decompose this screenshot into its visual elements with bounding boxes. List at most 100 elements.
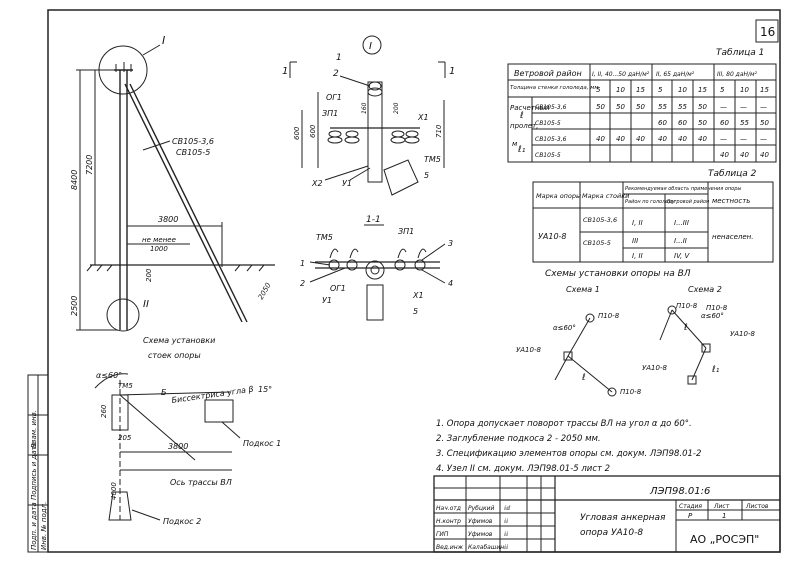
- table1-h-region: Ветровой район: [514, 69, 582, 78]
- table1-post-cell: СВ105-3,6: [535, 104, 567, 111]
- sheets-head: Листов: [745, 503, 769, 510]
- schemes-title: Схемы установки опоры на ВЛ: [545, 269, 691, 279]
- detail-y1: У1: [342, 179, 352, 188]
- scheme1-p10-top: П10-8: [598, 312, 620, 320]
- scheme2-ua10-left: УА10-8: [642, 364, 667, 372]
- detail-zp1: ЗП1: [322, 109, 338, 118]
- signature-role: Н.контр: [436, 518, 461, 525]
- table1-h-r1: I, II, 40...50 даН/м²: [592, 71, 650, 78]
- table2-post-cell: СВ105-5: [583, 239, 611, 247]
- table1-h-r3: III, 80 даН/м²: [717, 71, 758, 78]
- plan-strut2-label: Подкос 2: [163, 517, 201, 526]
- page-number: 16: [760, 25, 775, 39]
- section-tm5: ТМ5: [316, 233, 333, 242]
- plan-axis: Ось трассы ВЛ: [170, 478, 232, 487]
- table1-value-cell: 55: [740, 119, 749, 127]
- callout-II-label: II: [143, 299, 149, 310]
- signature-role: Вед.инж: [436, 544, 464, 551]
- scheme2-p10-2: П10-8: [706, 304, 728, 312]
- table2-support: УА10-8: [538, 232, 567, 241]
- table1-value-cell: 40: [720, 151, 729, 159]
- plan-tm5: ТМ5: [118, 382, 133, 390]
- table2-h-post: Марка стойки: [582, 192, 629, 200]
- table1-h-m: м: [512, 140, 518, 148]
- title-doc-code: ЛЭП98.01:6: [649, 486, 710, 497]
- table1-ice-cell: 15: [760, 86, 769, 94]
- table1-value-cell: 40: [596, 135, 605, 143]
- section-x1: X1: [412, 291, 424, 300]
- signature-name: Калабашин: [468, 544, 504, 551]
- signature-sign: ⅈⅈ: [504, 544, 508, 551]
- plan-dim-205: 205: [118, 434, 132, 442]
- detail-n5: 5: [424, 171, 429, 180]
- table1-h-calc: Расчетный: [510, 104, 550, 112]
- note-1: 1. Опора допускает поворот трассы ВЛ на …: [436, 419, 692, 429]
- note-3: 3. Спецификацию элементов опоры см. доку…: [436, 449, 701, 459]
- detail-strut-head: [383, 159, 419, 196]
- dim-2050: 2050: [257, 281, 273, 301]
- plan-point-b: Б: [161, 388, 167, 397]
- plan-angle15: 15°: [258, 385, 272, 394]
- table1-ice-cell: 15: [636, 86, 645, 94]
- signature-name: Рубцкий: [468, 505, 494, 512]
- table1-post-cell: СВ105-5: [535, 120, 561, 127]
- callout-circle-II: [106, 298, 140, 332]
- table2-ice-cell: I, II: [632, 252, 643, 260]
- signature-name: Уфимов: [468, 531, 493, 538]
- detail-dim-200: 200: [393, 102, 400, 114]
- table1-sym-l: ℓ: [519, 111, 524, 121]
- table1-ice-cell: 5: [658, 86, 663, 94]
- table1-h-ice: Толщина стенки гололеда, мм: [510, 85, 599, 91]
- table1-value-cell: 40: [740, 151, 749, 159]
- sheet-value: 1: [722, 512, 726, 520]
- table1-value-cell: —: [740, 103, 747, 111]
- scheme1-alpha: α≤60°: [553, 324, 576, 332]
- section-1-1: 1-1 ТМ5 ЗП1 1 2 3 4 У1 ОГ1 X1 5: [300, 215, 453, 321]
- table1-value-cell: —: [720, 103, 727, 111]
- table2-h-support: Марка опоры: [536, 192, 581, 200]
- table2-h-terrain: местность: [712, 197, 750, 205]
- scheme1-ua10: УА10-8: [516, 346, 541, 354]
- dim-2500: 2500: [70, 296, 79, 316]
- table1-h-span: пролет,: [510, 122, 538, 130]
- schemes: Схемы установки опоры на ВЛ Схема 1 Схем…: [516, 269, 755, 397]
- table2-wind-cell: I...III: [674, 219, 689, 227]
- detail-pole: [367, 81, 383, 183]
- install-caption-2: стоек опоры: [148, 351, 201, 360]
- scheme-2-title: Схема 2: [688, 285, 722, 294]
- plan-pole: [111, 394, 129, 431]
- section-n4: 4: [448, 279, 453, 288]
- section-y1: У1: [322, 296, 332, 305]
- not-less-label: не менее: [142, 236, 176, 244]
- plan-strut-1: [204, 399, 234, 423]
- table1-h-r2: II, 65 даН/м²: [656, 71, 695, 78]
- table1-ice-cell: 5: [596, 86, 601, 94]
- scheme1-p10-bottom: П10-8: [620, 388, 642, 396]
- table-1: Таблица 1 Ветровой район I, II, 40...50 …: [507, 48, 777, 163]
- scheme2-alpha: α≤60°: [701, 312, 724, 320]
- scheme1-l: ℓ: [581, 373, 586, 383]
- table1-value-cell: 55: [678, 103, 687, 111]
- table1-value-cell: 40: [678, 135, 687, 143]
- section-right-mark: 1: [449, 66, 455, 77]
- strut-label-2: СВ105-5: [176, 148, 210, 157]
- dim-7200: 7200: [85, 155, 94, 175]
- table2-ice-cell: III: [632, 237, 638, 245]
- signature-sign: ⅈⅆ: [504, 505, 511, 512]
- sheet-frame: [47, 9, 781, 553]
- detail-I-circle: [362, 35, 382, 55]
- title-line-2: опора УА10-8: [580, 528, 643, 538]
- table2-h-wind: Ветровой район: [667, 199, 710, 205]
- note-4: 4. Узел II см. докум. ЛЭП98.01-5 лист 2: [436, 464, 610, 474]
- company-name: АО „РОСЭП": [690, 533, 759, 546]
- plan-strut1-label: Подкос 1: [243, 439, 281, 448]
- detail-dim-160: 160: [361, 102, 368, 114]
- detail-x1: X1: [417, 113, 429, 122]
- table1-value-cell: 60: [678, 119, 687, 127]
- detail-dim-600b: 600: [293, 126, 301, 140]
- table1-ice-cell: 15: [698, 86, 707, 94]
- scheme2-l: ℓ: [683, 323, 688, 333]
- detail-I: I 1 1 1 2 ОГ1 ЗП1 X1 ТМ5 5 X2 У1 600 600…: [282, 35, 455, 196]
